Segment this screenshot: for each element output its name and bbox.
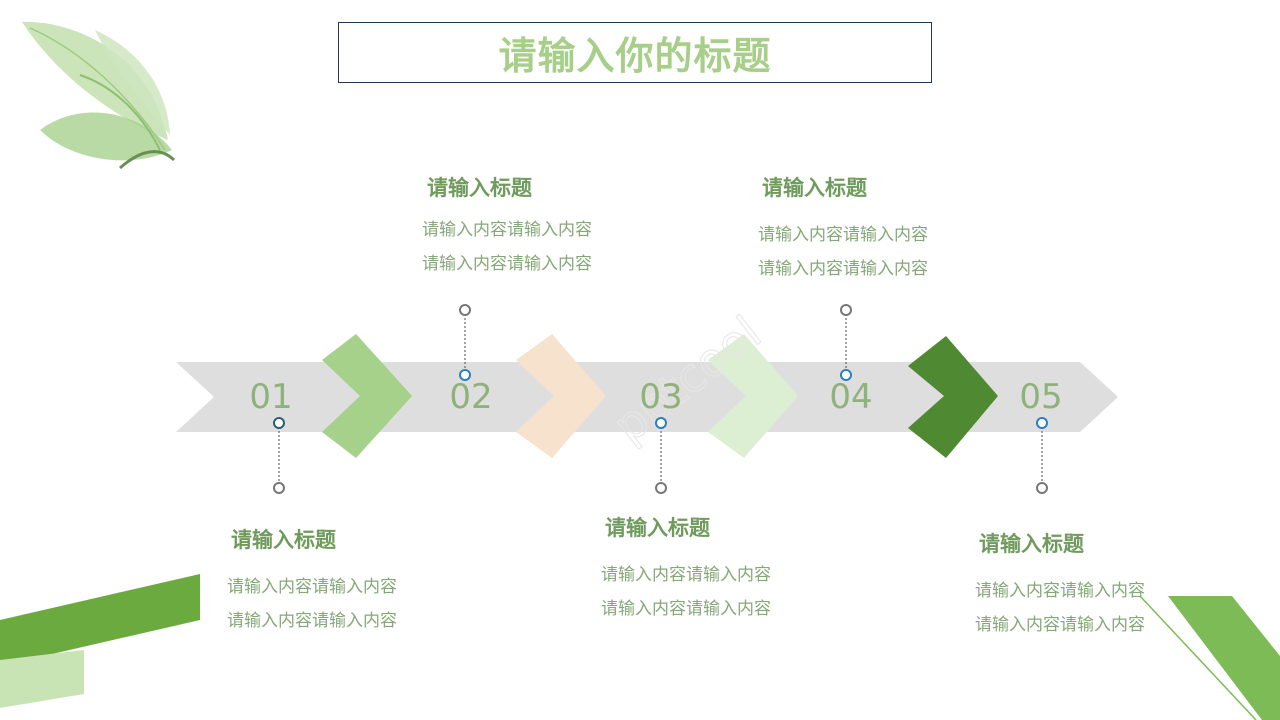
step-5-text: 请输入标题: [979, 528, 1084, 558]
step-4-text: 请输入标题: [762, 172, 867, 202]
step-3-title: 请输入标题: [605, 516, 710, 540]
step-4-title: 请输入标题: [762, 176, 867, 200]
step-1-line-1: 请输入内容请输入内容: [227, 577, 397, 597]
step-1-text: 请输入标题: [231, 524, 336, 554]
chevron-2: [516, 334, 606, 458]
stripe-thin-right: [1139, 595, 1257, 720]
step-number-1: 01: [249, 377, 293, 417]
step-4-line-2: 请输入内容请输入内容: [758, 259, 928, 279]
step-4-body: 请输入内容请输入内容 请输入内容请输入内容: [758, 218, 928, 286]
dot-bottom: [273, 482, 285, 494]
chevron-3: [708, 334, 798, 458]
dot-top: [273, 417, 285, 429]
step-3-line-1: 请输入内容请输入内容: [601, 565, 771, 585]
stripe-dark-left: [0, 574, 200, 666]
step-2-body: 请输入内容请输入内容 请输入内容请输入内容: [422, 213, 592, 281]
step-number-3: 03: [639, 377, 683, 417]
step-number-4: 04: [829, 377, 873, 417]
stripe-light-left: [0, 650, 84, 708]
step-number-2: 02: [449, 377, 493, 417]
step-1-body: 请输入内容请输入内容 请输入内容请输入内容: [227, 570, 397, 638]
step-3-text: 请输入标题: [605, 512, 710, 542]
step-3-body: 请输入内容请输入内容 请输入内容请输入内容: [601, 558, 771, 626]
arrow-band: [176, 362, 1118, 432]
step-5-line-2: 请输入内容请输入内容: [975, 615, 1145, 635]
step-1-title: 请输入标题: [231, 528, 336, 552]
chevron-1: [322, 334, 412, 458]
step-2-line-2: 请输入内容请输入内容: [422, 254, 592, 274]
step-3-line-2: 请输入内容请输入内容: [601, 599, 771, 619]
slide-title: 请输入你的标题: [498, 34, 772, 78]
step-5-line-1: 请输入内容请输入内容: [975, 581, 1145, 601]
step-5-body: 请输入内容请输入内容 请输入内容请输入内容: [975, 574, 1145, 642]
chevron-4: [908, 336, 998, 458]
step-number-5: 05: [1019, 377, 1063, 417]
title-box: 请输入你的标题: [338, 22, 932, 83]
step-4-line-1: 请输入内容请输入内容: [758, 225, 928, 245]
step-5-title: 请输入标题: [979, 532, 1084, 556]
step-2-text: 请输入标题: [427, 172, 532, 202]
step-2-line-1: 请输入内容请输入内容: [422, 220, 592, 240]
step-1-line-2: 请输入内容请输入内容: [227, 611, 397, 631]
step-2-title: 请输入标题: [427, 176, 532, 200]
leaf-decoration: [0, 0, 176, 176]
stripe-dark-right: [1168, 596, 1280, 720]
